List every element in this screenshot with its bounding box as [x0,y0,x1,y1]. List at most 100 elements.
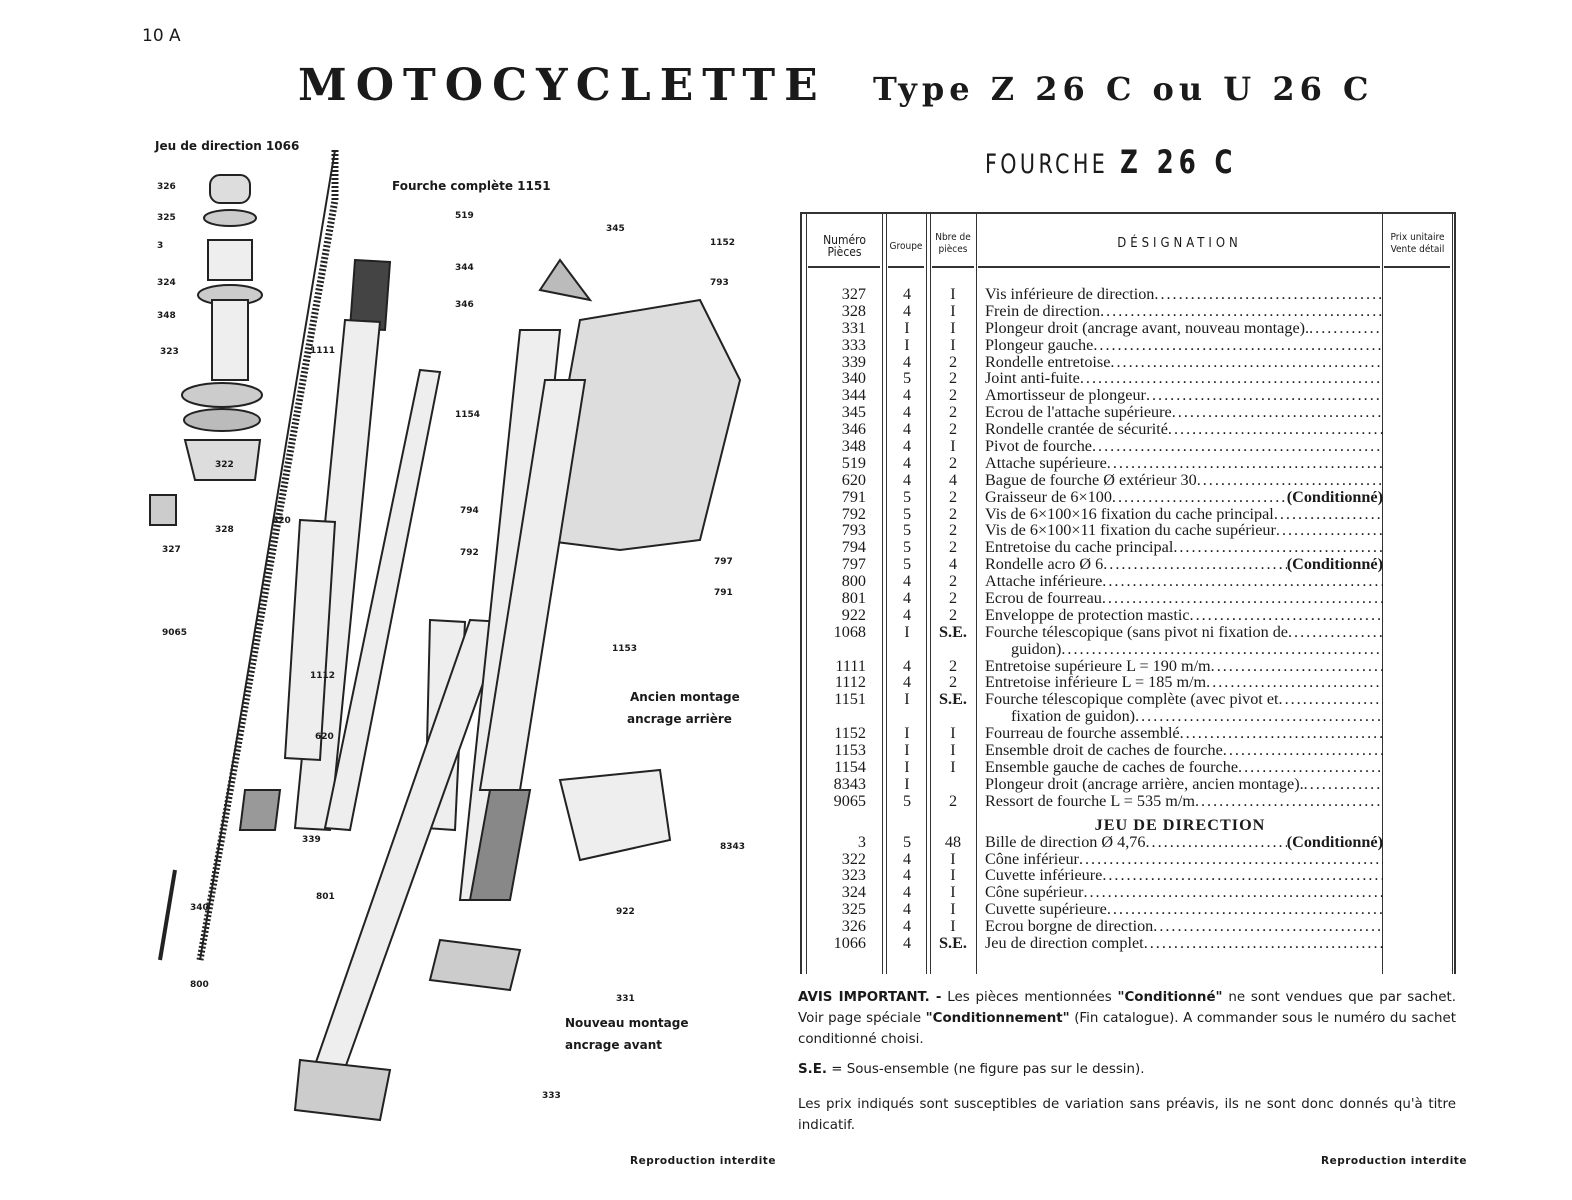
designation-text: Ecrou de fourreau [985,590,1102,607]
designation: Ressort de fourche L = 535 m/m [985,793,1383,810]
table-row: fixation de guidon) [802,708,1458,725]
group: 4 [902,917,912,936]
part-number: 348 [841,437,866,456]
designation-text: Rondelle acro Ø 6 [985,556,1104,574]
designation: Amortisseur de plongeur [985,387,1383,404]
callout-label: 792 [460,548,479,558]
designation-text: Graisseur de 6×100 [985,488,1112,506]
callout-label: 1154 [455,410,481,420]
part-number: 794 [841,538,866,557]
conditionne-tag: (Conditionné) [1286,833,1383,851]
group: 5 [902,538,912,557]
dot-leader [1238,759,1383,776]
header-numero: Numéro Pièces [823,233,866,259]
group: 5 [902,487,912,506]
designation-text: Ensemble gauche de caches de fourche [985,758,1239,776]
page-subtitle: Type Z 26 C ou U 26 C [873,70,1374,108]
callout-label: 801 [316,892,335,902]
designation-text: Ecrou borgne de direction [985,918,1154,935]
group: 4 [902,883,912,902]
callout-label: 620 [272,516,291,526]
designation: Graisseur de 6×100(Conditionné) [985,489,1383,506]
part-number: 1068 [833,622,866,641]
quantity: 2 [948,589,958,608]
quantity: I [950,849,956,868]
diagram-caption: ancrage avant [565,1038,662,1052]
dot-leader [1135,708,1383,725]
dot-leader [1223,742,1383,759]
page-number: 10 A [142,26,181,46]
dot-leader [1102,590,1383,607]
avis-conditionnement: "Conditionnement" [925,1011,1070,1026]
group: 4 [902,900,912,919]
group: 4 [902,470,912,489]
diagram-caption: ancrage arrière [627,712,732,726]
designation: Entretoise du cache principal [985,539,1383,556]
part-number: 800 [841,572,866,591]
designation: Entretoise supérieure L = 190 m/m [985,658,1383,675]
quantity: 2 [948,403,958,422]
header-designation: DÉSIGNATION [1117,236,1242,251]
se-text: = Sous-ensemble (ne figure pas sur le de… [826,1062,1145,1077]
callout-label: 9065 [162,628,188,638]
designation: Bille de direction Ø 4,76(Conditionné) [985,834,1383,851]
quantity: I [950,866,956,885]
designation: Enveloppe de protection mastic [985,607,1383,624]
dot-leader [1112,489,1287,506]
group: I [904,690,910,709]
section-jeu-de-direction: JEU DE DIRECTION [1094,815,1266,834]
designation-text: Amortisseur de plongeur [985,387,1146,405]
quantity: I [950,285,956,303]
avis-label: AVIS IMPORTANT. - [798,990,942,1005]
designation: Attache supérieure [985,455,1383,472]
designation: Bague de fourche Ø extérieur 30 [985,472,1383,489]
quantity: I [950,883,956,902]
part-number: 519 [841,453,866,472]
designation-text: Vis de 6×100×16 fixation du cache princi… [985,505,1274,523]
part-number: 1151 [834,690,866,709]
group: I [904,622,910,641]
avis-text-3: (Fin catalogue). A commander sous le num… [798,1011,1457,1047]
section-title-label: FOURCHE [985,149,1109,180]
dot-leader [1110,354,1383,371]
callout-label: 1112 [310,671,336,681]
part-number: 1152 [834,724,866,743]
designation: guidon) [1011,641,1383,658]
group: 4 [902,933,912,952]
designation-text: Jeu de direction complet [985,934,1144,952]
fork-spring [196,150,339,961]
group: 4 [902,849,912,868]
designation-text: Rondelle entretoise [985,353,1111,371]
se-note: S.E. = Sous-ensemble (ne figure pas sur … [798,1059,1456,1080]
dot-leader [1061,641,1383,658]
quantity: I [950,741,956,760]
se-label: S.E. [798,1062,827,1077]
designation: Ecrou de fourreau [985,590,1383,607]
part-number: 323 [841,866,866,885]
designation-text: Attache inférieure [985,573,1103,591]
group: 5 [902,791,912,810]
quantity: I [950,900,956,919]
callout-label: 922 [616,907,635,917]
quantity: I [950,724,956,743]
quantity: 4 [948,470,958,489]
prix-note: Les prix indiqués sont susceptibles de v… [798,1097,1456,1133]
callout-label: 346 [455,300,474,310]
designation-text: Ecrou de l'attache supérieure [985,404,1172,422]
quantity: 2 [948,605,958,624]
conditionne-tag: (Conditionné) [1286,556,1383,574]
header-groupe: Groupe [889,241,923,252]
